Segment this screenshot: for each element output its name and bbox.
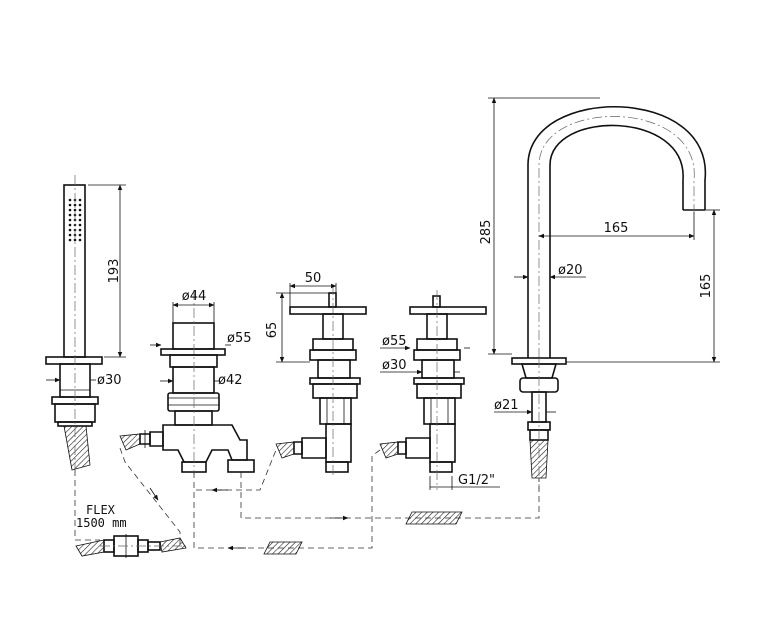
dim-spout-height: 285 bbox=[479, 220, 494, 245]
dim-valve-ring-dia: ø55 bbox=[382, 334, 407, 349]
right-valve-shank bbox=[429, 423, 456, 463]
hose-section-spout bbox=[529, 439, 549, 479]
hose-section-bottom-line bbox=[263, 541, 303, 555]
flex-hose: FLEX 1500 mm bbox=[75, 503, 187, 558]
dim-hand-shower-length: 193 bbox=[107, 259, 122, 284]
hose-section-spout-line bbox=[405, 511, 463, 525]
dim-handle-width: 50 bbox=[305, 271, 322, 286]
dim-valve-body-dia: ø30 bbox=[382, 358, 407, 373]
left-valve-nut bbox=[319, 397, 352, 425]
spout-inner-contour bbox=[549, 124, 684, 358]
right-valve-nut bbox=[423, 397, 456, 425]
right-valve-handle bbox=[409, 306, 487, 315]
diverter-manifold bbox=[162, 424, 248, 463]
diverter-outlet-right bbox=[227, 459, 255, 473]
right-valve-ring bbox=[413, 377, 465, 385]
hose-section-shower bbox=[63, 425, 91, 471]
dim-connection-thread: G1/2" bbox=[458, 473, 495, 488]
left-valve: 50 65 bbox=[265, 271, 367, 478]
dim-diverter-body-dia: ø42 bbox=[218, 373, 243, 388]
left-valve-ring bbox=[309, 377, 361, 385]
shower-spray-holes bbox=[68, 198, 82, 242]
shower-holder-flange bbox=[45, 356, 103, 365]
diverter-valve: ø44 ø55 ø42 bbox=[119, 289, 255, 475]
diverter-body bbox=[172, 366, 215, 394]
flex-label-title: FLEX bbox=[86, 503, 116, 517]
left-valve-handle bbox=[289, 306, 367, 315]
dim-spout-shank-dia: ø21 bbox=[494, 398, 519, 413]
left-valve-shank bbox=[325, 423, 352, 463]
piping-lines bbox=[74, 447, 540, 551]
diverter-ring bbox=[160, 348, 226, 356]
dim-diverter-ring-dia: ø55 bbox=[227, 331, 252, 346]
dim-spout-tube-dia: ø20 bbox=[558, 263, 583, 278]
dim-handle-height: 65 bbox=[265, 322, 280, 339]
spout-outer-contour bbox=[527, 106, 706, 358]
spout: 285 165 165 ø20 ø21 bbox=[479, 97, 720, 490]
dim-spout-reach: 165 bbox=[604, 221, 629, 236]
dim-spout-outlet-height: 165 bbox=[699, 274, 714, 299]
flex-label-length: 1500 mm bbox=[76, 516, 127, 530]
dim-diverter-cap-dia: ø44 bbox=[182, 289, 207, 304]
dim-hand-shower-dia: ø30 bbox=[97, 373, 122, 388]
right-valve: ø55 ø30 G1/2" bbox=[379, 290, 500, 490]
diverter-cap bbox=[172, 322, 215, 350]
hand-shower: 193 ø30 bbox=[45, 175, 126, 471]
